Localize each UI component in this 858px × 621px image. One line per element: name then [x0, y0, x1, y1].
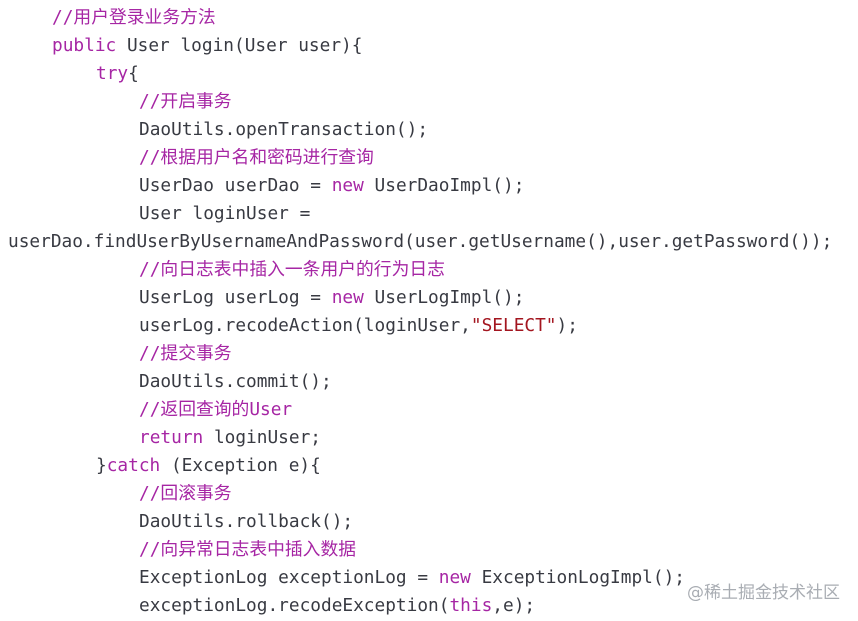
code-token-comment: //回滚事务 — [139, 483, 232, 504]
code-token-plain: UserDaoImpl(); — [363, 175, 525, 196]
code-token-plain: User loginUser = — [139, 203, 311, 224]
code-token-plain: } — [96, 455, 107, 476]
code-token-plain: ExceptionLogImpl(); — [470, 567, 685, 588]
code-line: //向异常日志表中插入数据 — [139, 536, 356, 564]
code-line: ExceptionLog exceptionLog = new Exceptio… — [139, 564, 685, 592]
code-token-keyword: catch — [106, 455, 161, 476]
code-line: //提交事务 — [139, 340, 232, 368]
code-line: DaoUtils.commit(); — [139, 368, 332, 396]
code-token-plain: ,e); — [492, 595, 536, 616]
code-token-comment: //根据用户名和密码进行查询 — [139, 147, 374, 168]
code-token-plain: ); — [556, 315, 578, 336]
code-line: userDao.findUserByUsernameAndPassword(us… — [8, 228, 832, 256]
code-token-plain: { — [128, 63, 139, 84]
code-line: DaoUtils.openTransaction(); — [139, 116, 428, 144]
code-token-plain: UserLogImpl(); — [363, 287, 525, 308]
code-line: //回滚事务 — [139, 480, 232, 508]
code-token-keyword: new — [438, 567, 471, 588]
code-token-comment: //向日志表中插入一条用户的行为日志 — [139, 259, 445, 280]
code-token-plain: DaoUtils.commit(); — [139, 371, 332, 392]
code-line: public User login(User user){ — [52, 32, 362, 60]
code-line: return loginUser; — [139, 424, 321, 452]
code-token-plain: exceptionLog.recodeException( — [139, 595, 450, 616]
code-line: DaoUtils.rollback(); — [139, 508, 353, 536]
code-token-plain: (Exception e){ — [160, 455, 321, 476]
code-token-plain: DaoUtils.rollback(); — [139, 511, 354, 532]
code-line: UserDao userDao = new UserDaoImpl(); — [139, 172, 524, 200]
code-token-keyword: new — [331, 175, 364, 196]
code-line: }catch (Exception e){ — [96, 452, 321, 480]
code-line: exceptionLog.recodeException(this,e); — [139, 592, 535, 620]
code-token-plain: UserDao userDao = — [139, 175, 332, 196]
code-token-keyword: new — [331, 287, 364, 308]
code-line: //根据用户名和密码进行查询 — [139, 144, 374, 172]
code-line: //用户登录业务方法 — [52, 4, 216, 32]
code-token-keyword: return — [139, 427, 204, 448]
code-line: User loginUser = — [139, 200, 310, 228]
code-token-keyword: this — [449, 595, 493, 616]
code-token-plain: userLog.recodeAction(loginUser, — [139, 315, 471, 336]
code-token-keyword: public — [52, 35, 117, 56]
code-line: //向日志表中插入一条用户的行为日志 — [139, 256, 445, 284]
code-token-plain: userDao.findUserByUsernameAndPassword(us… — [8, 231, 833, 252]
code-line: UserLog userLog = new UserLogImpl(); — [139, 284, 524, 312]
watermark-text: @稀土掘金技术社区 — [687, 583, 840, 603]
code-token-comment: //开启事务 — [139, 91, 232, 112]
code-token-keyword: try — [96, 63, 129, 84]
code-token-comment: //提交事务 — [139, 343, 232, 364]
code-line: //开启事务 — [139, 88, 232, 116]
code-token-comment: //用户登录业务方法 — [52, 7, 216, 28]
code-token-plain: ExceptionLog exceptionLog = — [139, 567, 439, 588]
code-token-plain: UserLog userLog = — [139, 287, 332, 308]
code-line: try{ — [96, 60, 139, 88]
code-token-comment: //返回查询的User — [139, 399, 293, 420]
code-token-string: "SELECT" — [470, 315, 557, 336]
code-token-plain: DaoUtils.openTransaction(); — [139, 119, 429, 140]
code-token-plain: User login(User user){ — [116, 35, 363, 56]
code-token-comment: //向异常日志表中插入数据 — [139, 539, 357, 560]
code-line: userLog.recodeAction(loginUser,"SELECT")… — [139, 312, 578, 340]
code-token-plain: loginUser; — [203, 427, 321, 448]
code-line: //返回查询的User — [139, 396, 292, 424]
